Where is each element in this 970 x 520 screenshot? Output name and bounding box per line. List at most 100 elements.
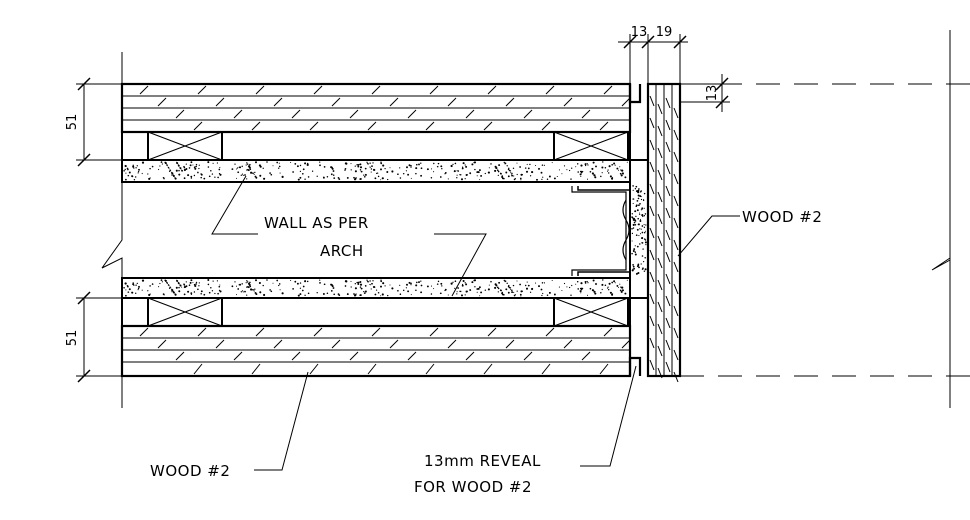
stipple-dot xyxy=(534,164,537,167)
stipple-dot xyxy=(322,176,325,179)
stipple-dot xyxy=(643,261,645,263)
stipple-dot xyxy=(190,177,193,179)
stipple-dot xyxy=(369,284,371,286)
stipple-dot xyxy=(250,171,253,174)
stipple-dot xyxy=(580,170,583,173)
stipple-dot xyxy=(508,169,511,172)
stipple-dot xyxy=(247,168,249,171)
stipple-dot xyxy=(632,227,635,229)
stipple-dot xyxy=(170,287,172,289)
hatch-line xyxy=(657,125,663,137)
stipple-dot xyxy=(176,280,179,282)
stipple-dot xyxy=(323,166,326,168)
stipple-dot xyxy=(505,288,508,291)
stipple-dot xyxy=(474,286,476,288)
top-gypsum-board xyxy=(121,159,631,183)
stipple-dot xyxy=(216,162,219,164)
stipple-dot xyxy=(632,264,634,266)
stipple-dot xyxy=(538,285,540,288)
stipple-dot xyxy=(148,177,151,180)
stipple-dot xyxy=(194,167,197,170)
hatch-line xyxy=(545,327,555,337)
stipple-dot xyxy=(168,285,170,287)
stipple-dot xyxy=(620,286,622,288)
hatch-line xyxy=(487,327,497,337)
stipple-dot xyxy=(380,285,382,288)
stipple-dot xyxy=(620,290,623,293)
hatch-line xyxy=(649,271,655,283)
stipple-dot xyxy=(402,289,405,292)
stipple-dot xyxy=(638,266,640,269)
stipple-dot xyxy=(359,178,361,180)
stipple-dot xyxy=(553,293,556,296)
stipple-dot xyxy=(586,178,589,180)
stipple-dot xyxy=(208,175,211,178)
stipple-dot xyxy=(433,171,435,173)
stipple-dot xyxy=(632,249,635,253)
hatch-line xyxy=(665,119,671,131)
hatch-line xyxy=(657,257,663,269)
stipple-dot xyxy=(635,272,638,275)
stipple-dot xyxy=(171,174,173,176)
hatch-line xyxy=(673,107,679,119)
stipple-dot xyxy=(456,177,458,179)
stipple-dot xyxy=(198,282,200,284)
stipple-dot xyxy=(176,162,179,165)
dashed-lines xyxy=(680,83,970,377)
stipple-dot xyxy=(642,248,644,250)
stipple-dot xyxy=(369,166,371,168)
stipple-dot xyxy=(456,291,458,293)
stipple-dot xyxy=(212,162,214,164)
stipple-dot xyxy=(571,284,573,287)
stipple-dot xyxy=(643,207,646,209)
stipple-dot xyxy=(632,265,635,268)
stipple-dot xyxy=(137,171,140,173)
stipple-dot xyxy=(643,226,646,228)
stipple-dot xyxy=(459,174,462,176)
hatch-line xyxy=(255,85,265,95)
stipple-dot xyxy=(363,174,365,176)
stipple-dot xyxy=(249,168,252,171)
stipple-dot xyxy=(484,172,486,175)
stipple-dot xyxy=(236,167,239,169)
stipple-dot xyxy=(299,282,302,284)
stipple-dot xyxy=(218,289,221,292)
stipple-dot xyxy=(369,162,371,164)
stipple-dot xyxy=(641,207,644,210)
stipple-dot xyxy=(195,283,198,285)
hatch-line xyxy=(665,339,671,351)
stipple-dot xyxy=(456,170,458,172)
hatch-line xyxy=(657,191,663,203)
hatch-line xyxy=(621,339,631,349)
hatch-line xyxy=(649,227,655,239)
stipple-dot xyxy=(637,197,640,200)
stipple-dot xyxy=(614,282,616,284)
stipple-dot xyxy=(354,287,357,290)
hatch-line xyxy=(657,301,663,313)
hatch-line xyxy=(673,173,679,185)
stipple-dot xyxy=(595,165,597,168)
hatch-line xyxy=(139,85,149,95)
stipple-dot xyxy=(370,288,372,290)
stipple-dot xyxy=(188,284,191,287)
stipple-dot xyxy=(631,232,634,235)
stipple-dot xyxy=(149,293,151,295)
stipple-dot xyxy=(235,168,238,170)
stipple-dot xyxy=(354,165,356,167)
stipple-dot xyxy=(479,295,481,297)
stipple-dot xyxy=(171,291,173,293)
stipple-dot xyxy=(636,209,639,212)
stipple-dot xyxy=(137,287,140,290)
stipple-dot xyxy=(430,285,433,287)
stipple-dot xyxy=(415,172,417,175)
stipple-dot xyxy=(635,215,637,218)
stipple-dot xyxy=(299,293,302,296)
stipple-dot xyxy=(247,163,249,165)
stipple-dot xyxy=(587,282,589,284)
stipple-dot xyxy=(529,291,532,293)
stipple-dot xyxy=(192,282,194,284)
stipple-dot xyxy=(183,168,186,172)
stipple-dot xyxy=(457,170,460,172)
stipple-dot xyxy=(506,282,508,285)
stipple-dot xyxy=(292,171,294,173)
